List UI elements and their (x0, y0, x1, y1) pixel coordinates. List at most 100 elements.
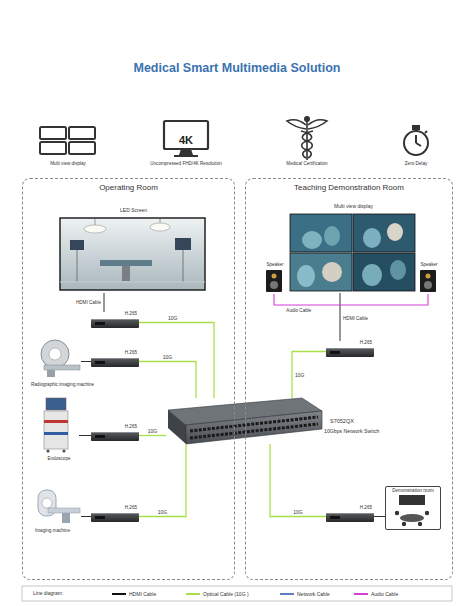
multi-view-icon-part (40, 127, 66, 139)
legend-heading: Line diagram: (33, 591, 63, 596)
multi-view-display-image-part (387, 223, 403, 241)
operating-room-image-part (122, 266, 130, 281)
demonstration-room-icon-part (395, 511, 399, 515)
icon-caption: Multi view display (50, 162, 86, 167)
radiographic-machine-image-part (44, 365, 80, 370)
multi-view-display-image-part (302, 231, 322, 249)
node-label: H.265 (360, 506, 372, 511)
legend-swatch (186, 593, 200, 595)
speaker-image-part (272, 274, 277, 279)
radiographic-machine-image-part (49, 348, 61, 360)
caduceus-icon-part (287, 120, 306, 129)
cable-connector (104, 293, 105, 312)
room-heading: Teaching Demonstration Room (294, 184, 404, 192)
medical-device: Endoscope (39, 399, 79, 465)
node-label: Multi view display (334, 204, 373, 209)
operating-room-image-part (150, 223, 170, 231)
node-label: Speaker (420, 263, 437, 268)
operating-room-image-part (84, 225, 106, 233)
icon-caption: Zero Delay (405, 162, 427, 167)
node-label: LED Screen (120, 208, 147, 213)
multi-view-display-image-part (324, 226, 340, 246)
multi-view-display-image-part (362, 264, 382, 286)
cable-label: HDMI Cable (343, 317, 368, 322)
operating-room-image-part (160, 219, 161, 223)
endoscope-image-part (44, 432, 68, 435)
operating-room-image-part (60, 218, 205, 290)
node-label: H.265 (125, 425, 137, 430)
switch-image-part (168, 410, 186, 444)
operating-room-image-part (77, 250, 78, 282)
cable-label: 10G (158, 509, 167, 514)
medical-device: Imaging machine (31, 487, 81, 537)
operating-room-image-part (70, 240, 84, 250)
cable-connector (274, 294, 428, 305)
stopwatch-icon-part (415, 135, 417, 143)
legend-text: Optical Cable (10G ) (203, 592, 249, 597)
encoder-port (95, 435, 105, 438)
cable-label: 10G (295, 372, 304, 377)
room-zone: Teaching Demonstration RoomMulti view di… (245, 178, 453, 580)
node-label: 10Gbps Network Switch (324, 429, 379, 434)
caduceus-icon-part (308, 120, 327, 129)
operating-room-image-part (183, 250, 184, 282)
icon-text: 4K (179, 135, 193, 146)
legend-swatch (354, 593, 368, 595)
legend-frame-part (22, 586, 452, 601)
encoder-port (330, 516, 340, 519)
speaker-image-part (266, 270, 282, 292)
legend-text: HDMI Cable (129, 592, 156, 597)
speaker-image-part (424, 281, 432, 289)
legend-text: Network Cable (297, 592, 330, 597)
multi-view-display-image-part (290, 214, 352, 252)
stopwatch-icon-part (415, 129, 417, 131)
node-label: Imaging machine (35, 529, 70, 534)
node-label: Demonstration room (392, 489, 434, 494)
h265-encoder: H.265 (91, 351, 139, 368)
multi-view-display-image-part (297, 265, 315, 287)
cable-connector (81, 361, 91, 362)
operating-room-image-part (60, 282, 205, 283)
speaker: Speaker (417, 263, 441, 294)
multi-view-display: Multi view display (291, 204, 416, 293)
multi-view-display-image (290, 214, 415, 291)
stopwatch-icon-part (425, 131, 427, 133)
node-label: Endoscope (48, 457, 71, 462)
endoscope-image-part (62, 449, 65, 452)
speaker-image-part (426, 274, 431, 279)
demonstration-room-icon-part (400, 514, 424, 522)
operating-room-image-part (175, 238, 191, 250)
cable-connector (292, 352, 326, 399)
monitor-icon (164, 121, 208, 157)
cable-label: Audio Cable (286, 309, 311, 314)
multi-view-icon (40, 127, 95, 154)
encoder-body (91, 358, 139, 367)
speaker-image (266, 270, 436, 292)
multi-view-display-image-part (353, 214, 415, 252)
h265-encoder: H.265 (326, 341, 374, 358)
cable-connector (340, 293, 341, 341)
imaging-machine-image-part (48, 508, 80, 513)
legend-swatch (112, 593, 126, 595)
imaging-machine-image-part (42, 498, 52, 508)
encoder-body (91, 432, 139, 441)
encoder-port (95, 516, 105, 519)
cable-connector (139, 362, 196, 399)
imaging-machine-image (38, 490, 80, 523)
caduceus-icon (287, 117, 327, 160)
icon-caption: Uncompressed FHD/4K Resolution (150, 162, 222, 167)
radiographic-machine-image-part (41, 340, 69, 368)
multi-view-display-image-part (290, 253, 352, 291)
caduceus-icon-part (305, 117, 309, 121)
encoder-port (330, 351, 340, 354)
diagram-title: Medical Smart Multimedia Solution (134, 62, 341, 75)
caduceus-icon-part (301, 131, 312, 158)
encoder-port (95, 322, 105, 325)
stopwatch-icon-part (404, 131, 428, 155)
cable-connector (139, 435, 166, 436)
multi-view-display-image-part (322, 262, 342, 282)
cable-label: 10G (148, 428, 157, 433)
multi-view-display-image-part (363, 228, 381, 248)
node-label: Radiographic imaging machine (31, 383, 94, 388)
